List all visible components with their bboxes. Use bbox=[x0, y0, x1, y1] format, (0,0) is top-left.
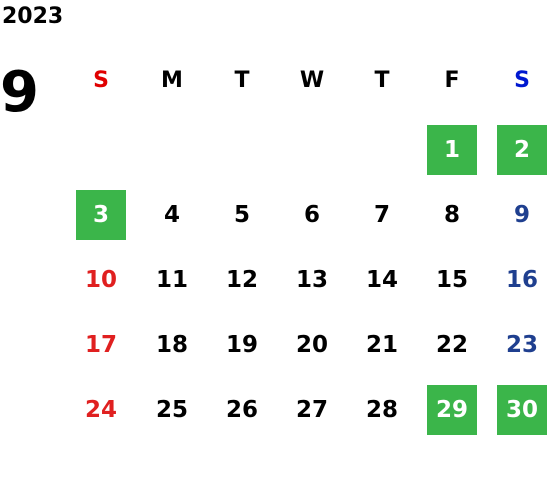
day-cell-5: 5 bbox=[233, 202, 250, 228]
day-cell-12: 12 bbox=[225, 267, 258, 293]
day-cell-25: 25 bbox=[155, 397, 188, 423]
day-cell-1: 1 bbox=[427, 125, 477, 175]
day-cell-13: 13 bbox=[295, 267, 328, 293]
day-cell-23: 23 bbox=[505, 332, 538, 358]
month-number: 9 bbox=[0, 60, 39, 125]
day-cell-17: 17 bbox=[84, 332, 117, 358]
day-cell-8: 8 bbox=[443, 202, 460, 228]
day-cell-6: 6 bbox=[303, 202, 320, 228]
day-cell-15: 15 bbox=[435, 267, 468, 293]
day-cell-29: 29 bbox=[427, 385, 477, 435]
weekday-tuesday: T bbox=[234, 68, 250, 93]
day-cell-21: 21 bbox=[365, 332, 398, 358]
day-cell-4: 4 bbox=[163, 202, 180, 228]
day-cell-16: 16 bbox=[505, 267, 538, 293]
weekday-header: S M T W T F S bbox=[0, 62, 548, 100]
day-cell-9: 9 bbox=[513, 202, 530, 228]
day-cell-3: 3 bbox=[76, 190, 126, 240]
day-cell-20: 20 bbox=[295, 332, 328, 358]
weekday-thursday: T bbox=[374, 68, 390, 93]
day-cell-7: 7 bbox=[373, 202, 390, 228]
weekday-sunday: S bbox=[93, 68, 109, 93]
day-cell-2: 2 bbox=[497, 125, 547, 175]
day-cell-10: 10 bbox=[84, 267, 117, 293]
day-cell-24: 24 bbox=[84, 397, 117, 423]
day-cell-14: 14 bbox=[365, 267, 398, 293]
day-cell-18: 18 bbox=[155, 332, 188, 358]
year-label: 2023 bbox=[2, 4, 64, 29]
day-cell-22: 22 bbox=[435, 332, 468, 358]
day-cell-28: 28 bbox=[365, 397, 398, 423]
day-cell-19: 19 bbox=[225, 332, 258, 358]
day-cell-30: 30 bbox=[497, 385, 547, 435]
day-cell-27: 27 bbox=[295, 397, 328, 423]
weekday-saturday: S bbox=[514, 68, 530, 93]
weekday-wednesday: W bbox=[299, 68, 325, 93]
weekday-friday: F bbox=[444, 68, 460, 93]
day-cell-26: 26 bbox=[225, 397, 258, 423]
day-cell-11: 11 bbox=[155, 267, 188, 293]
weekday-monday: M bbox=[161, 68, 183, 93]
